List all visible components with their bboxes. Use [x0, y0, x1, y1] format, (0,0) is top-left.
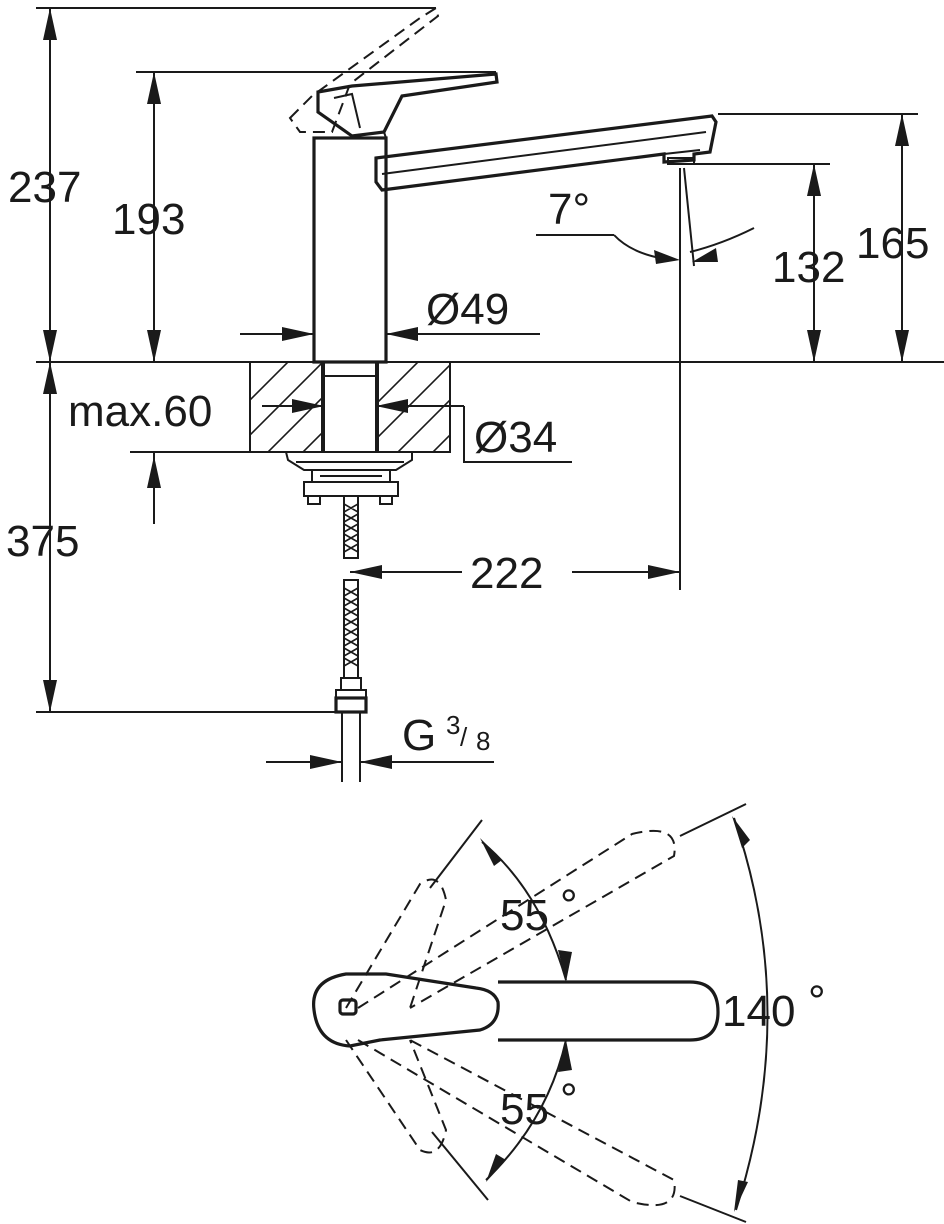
mounting-plate: [284, 451, 413, 505]
side-view: 237 193 165 132 7° Ø49 Ø34 max.60 375 22…: [6, 6, 944, 782]
label-rotation-upper: 55: [500, 891, 549, 940]
label-rotation-upper-deg: °: [560, 881, 578, 930]
label-thread-denominator: 8: [476, 726, 490, 756]
label-thread-numerator: 3: [446, 710, 460, 740]
dim-spout-height: [718, 113, 918, 362]
faucet-shank: [323, 361, 377, 453]
dim-total-height: [36, 7, 436, 362]
dim-rotation-lower: [431, 1039, 572, 1201]
label-body-diameter: Ø49: [426, 285, 509, 334]
label-reach: 222: [470, 549, 543, 598]
dim-hose-length: [36, 362, 336, 713]
top-view: 55 ° 55 ° 140 °: [312, 803, 826, 1223]
dim-rotation-total: [679, 803, 769, 1223]
label-total-height: 237: [8, 163, 81, 212]
label-hose-length: 375: [6, 517, 79, 566]
dim-rotation-upper: [429, 819, 572, 982]
label-rotation-total: 140: [722, 987, 795, 1036]
spray-angle-lines: [536, 167, 755, 590]
label-outlet-height: 132: [772, 243, 845, 292]
dim-max-countertop: [147, 452, 161, 524]
label-rotation-lower-deg: °: [560, 1075, 578, 1124]
label-hole-diameter: Ø34: [474, 413, 557, 462]
label-rotation-total-deg: °: [808, 977, 826, 1026]
dim-body-diameter: [240, 327, 540, 341]
dim-thread: [266, 755, 494, 769]
label-thread-prefix: G: [402, 711, 436, 760]
lever-handle-raised-outline: [288, 6, 440, 133]
braided-hose: [334, 495, 368, 782]
label-rotation-lower: 55: [500, 1085, 549, 1134]
lever-top-solid: [312, 972, 720, 1048]
lever-handle: [316, 72, 499, 139]
label-spout-height: 165: [856, 219, 929, 268]
label-spout-angle: 7°: [548, 185, 590, 234]
lever-rotated-lower-outline: [345, 1039, 676, 1207]
dim-outlet-height: [690, 163, 830, 362]
dim-lever-height: [136, 71, 496, 362]
label-max-countertop: max.60: [68, 387, 212, 436]
label-lever-height: 193: [112, 195, 185, 244]
faucet-body: [312, 136, 388, 364]
label-thread-slash: /: [460, 722, 468, 752]
dim-hole-diameter: [262, 399, 572, 463]
spout: [374, 114, 718, 192]
dim-reach: [350, 565, 680, 579]
